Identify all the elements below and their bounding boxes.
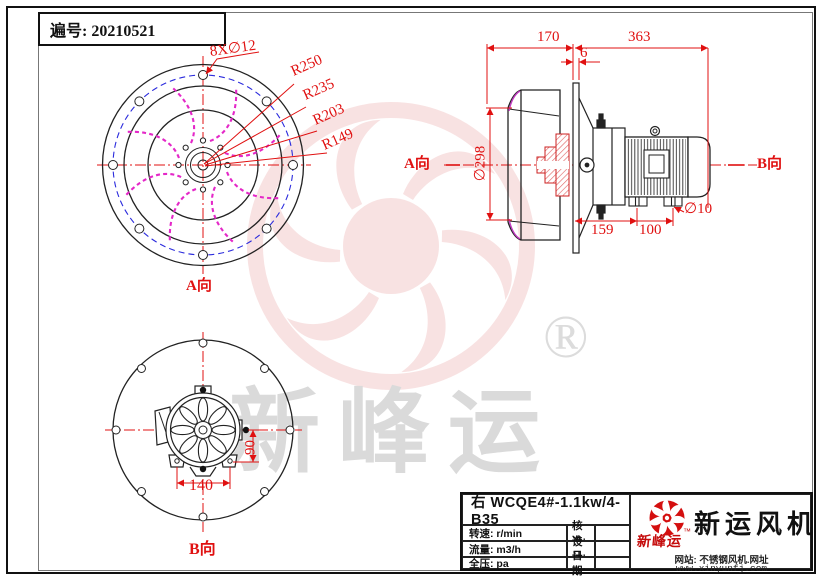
brand-area: 新运风机 新峰运 ™ 网站: 不锈钢风机.网址 www.xinyunfj.com bbox=[630, 494, 813, 574]
dim-170: 170 bbox=[537, 29, 560, 45]
spec-pressure-label: 全压: pa bbox=[462, 557, 567, 570]
trademark-mark: ™ bbox=[683, 527, 691, 536]
bottom-view-label: B向 bbox=[189, 541, 216, 558]
model-number: 右 WCQE4#-1.1kw/4-B35 bbox=[471, 495, 621, 528]
dim-363: 363 bbox=[628, 29, 651, 45]
brand-fan-logo-icon bbox=[648, 499, 686, 537]
spec-speed-label: 转速: r/min bbox=[462, 525, 567, 541]
title-block: 右 WCQE4#-1.1kw/4-B35 转速: r/min 核准: 流量: m… bbox=[460, 492, 813, 577]
field-date-value bbox=[595, 557, 630, 569]
dim-159: 159 bbox=[591, 222, 614, 238]
side-view-b-label: B向 bbox=[757, 156, 783, 172]
brand-logo-text: 新峰运 bbox=[636, 533, 683, 549]
dim-diameter-298: ∅298 bbox=[472, 145, 489, 182]
dim-140: 140 bbox=[189, 477, 213, 494]
website-label: 网站: 不锈钢风机.网址 bbox=[674, 555, 769, 566]
model-cell: 右 WCQE4#-1.1kw/4-B35 bbox=[462, 494, 630, 528]
dim-90: 90 bbox=[242, 440, 259, 455]
watermark-registered-icon: ® bbox=[543, 304, 589, 370]
field-design-value bbox=[595, 541, 630, 557]
side-view-a-label: A向 bbox=[404, 156, 430, 172]
dim-100: 100 bbox=[639, 222, 662, 238]
doc-number: 遍号: 20210521 bbox=[50, 23, 156, 40]
field-date-label: 日期: bbox=[567, 550, 595, 577]
doc-number-box: 遍号: 20210521 bbox=[38, 12, 226, 46]
dim-6: 6 bbox=[580, 45, 588, 61]
website-url: www.xinyunfj.com bbox=[675, 563, 768, 574]
spec-flow-label: 流量: m3/h bbox=[462, 541, 567, 557]
field-approve-value bbox=[595, 525, 630, 541]
front-view-label: A向 bbox=[186, 278, 212, 294]
inner-frame bbox=[38, 12, 813, 571]
dim-diameter-10: ∅10 bbox=[684, 201, 713, 217]
brand-name: 新运风机 bbox=[694, 509, 819, 539]
